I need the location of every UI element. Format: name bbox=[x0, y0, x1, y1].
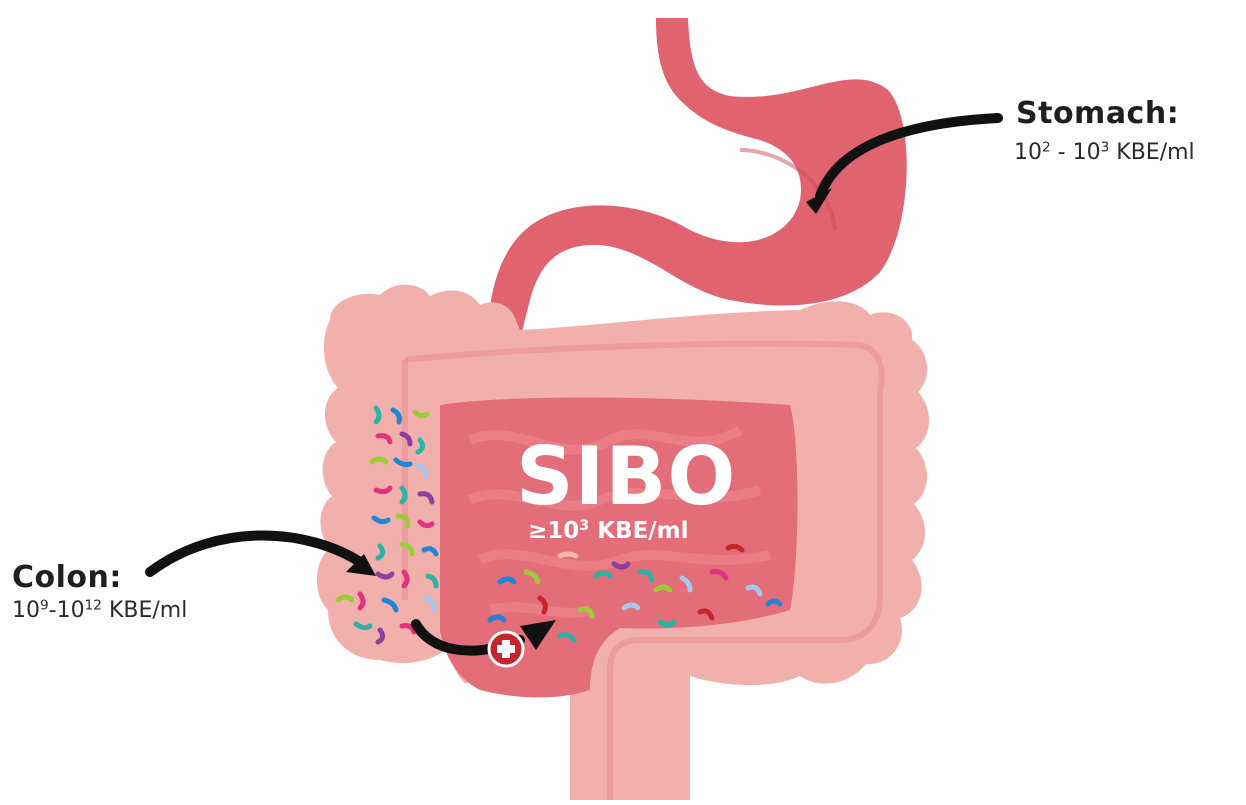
colon-label: Colon: bbox=[12, 560, 122, 595]
stomach-base-1: 10 bbox=[1014, 140, 1042, 165]
stomach-label: Stomach: bbox=[1016, 96, 1179, 131]
stomach-separator: - bbox=[1051, 140, 1073, 165]
stomach-exp-1: 2 bbox=[1042, 140, 1051, 156]
stomach-concentration: 102 - 103 KBE/ml bbox=[1014, 140, 1195, 165]
sibo-title: SIBO bbox=[516, 430, 736, 523]
stomach-exp-2: 3 bbox=[1101, 140, 1110, 156]
colon-concentration: 109-1012 KBE/ml bbox=[12, 598, 187, 623]
plus-icon bbox=[489, 632, 523, 666]
colon-exp-2: 12 bbox=[85, 598, 102, 614]
stomach-shape bbox=[488, 18, 907, 350]
sibo-threshold: ≥103 KBE/ml bbox=[528, 518, 689, 544]
colon-separator: - bbox=[49, 598, 57, 623]
colon-unit: KBE/ml bbox=[102, 598, 187, 623]
colon-base-2: 10 bbox=[57, 598, 85, 623]
stomach-base-2: 10 bbox=[1073, 140, 1101, 165]
stomach-unit: KBE/ml bbox=[1109, 140, 1194, 165]
colon-base-1: 10 bbox=[12, 598, 40, 623]
colon-exp-1: 9 bbox=[40, 598, 49, 614]
sibo-prefix: ≥10 bbox=[528, 518, 579, 544]
sibo-exp: 3 bbox=[579, 518, 589, 534]
sibo-unit: KBE/ml bbox=[589, 518, 688, 544]
